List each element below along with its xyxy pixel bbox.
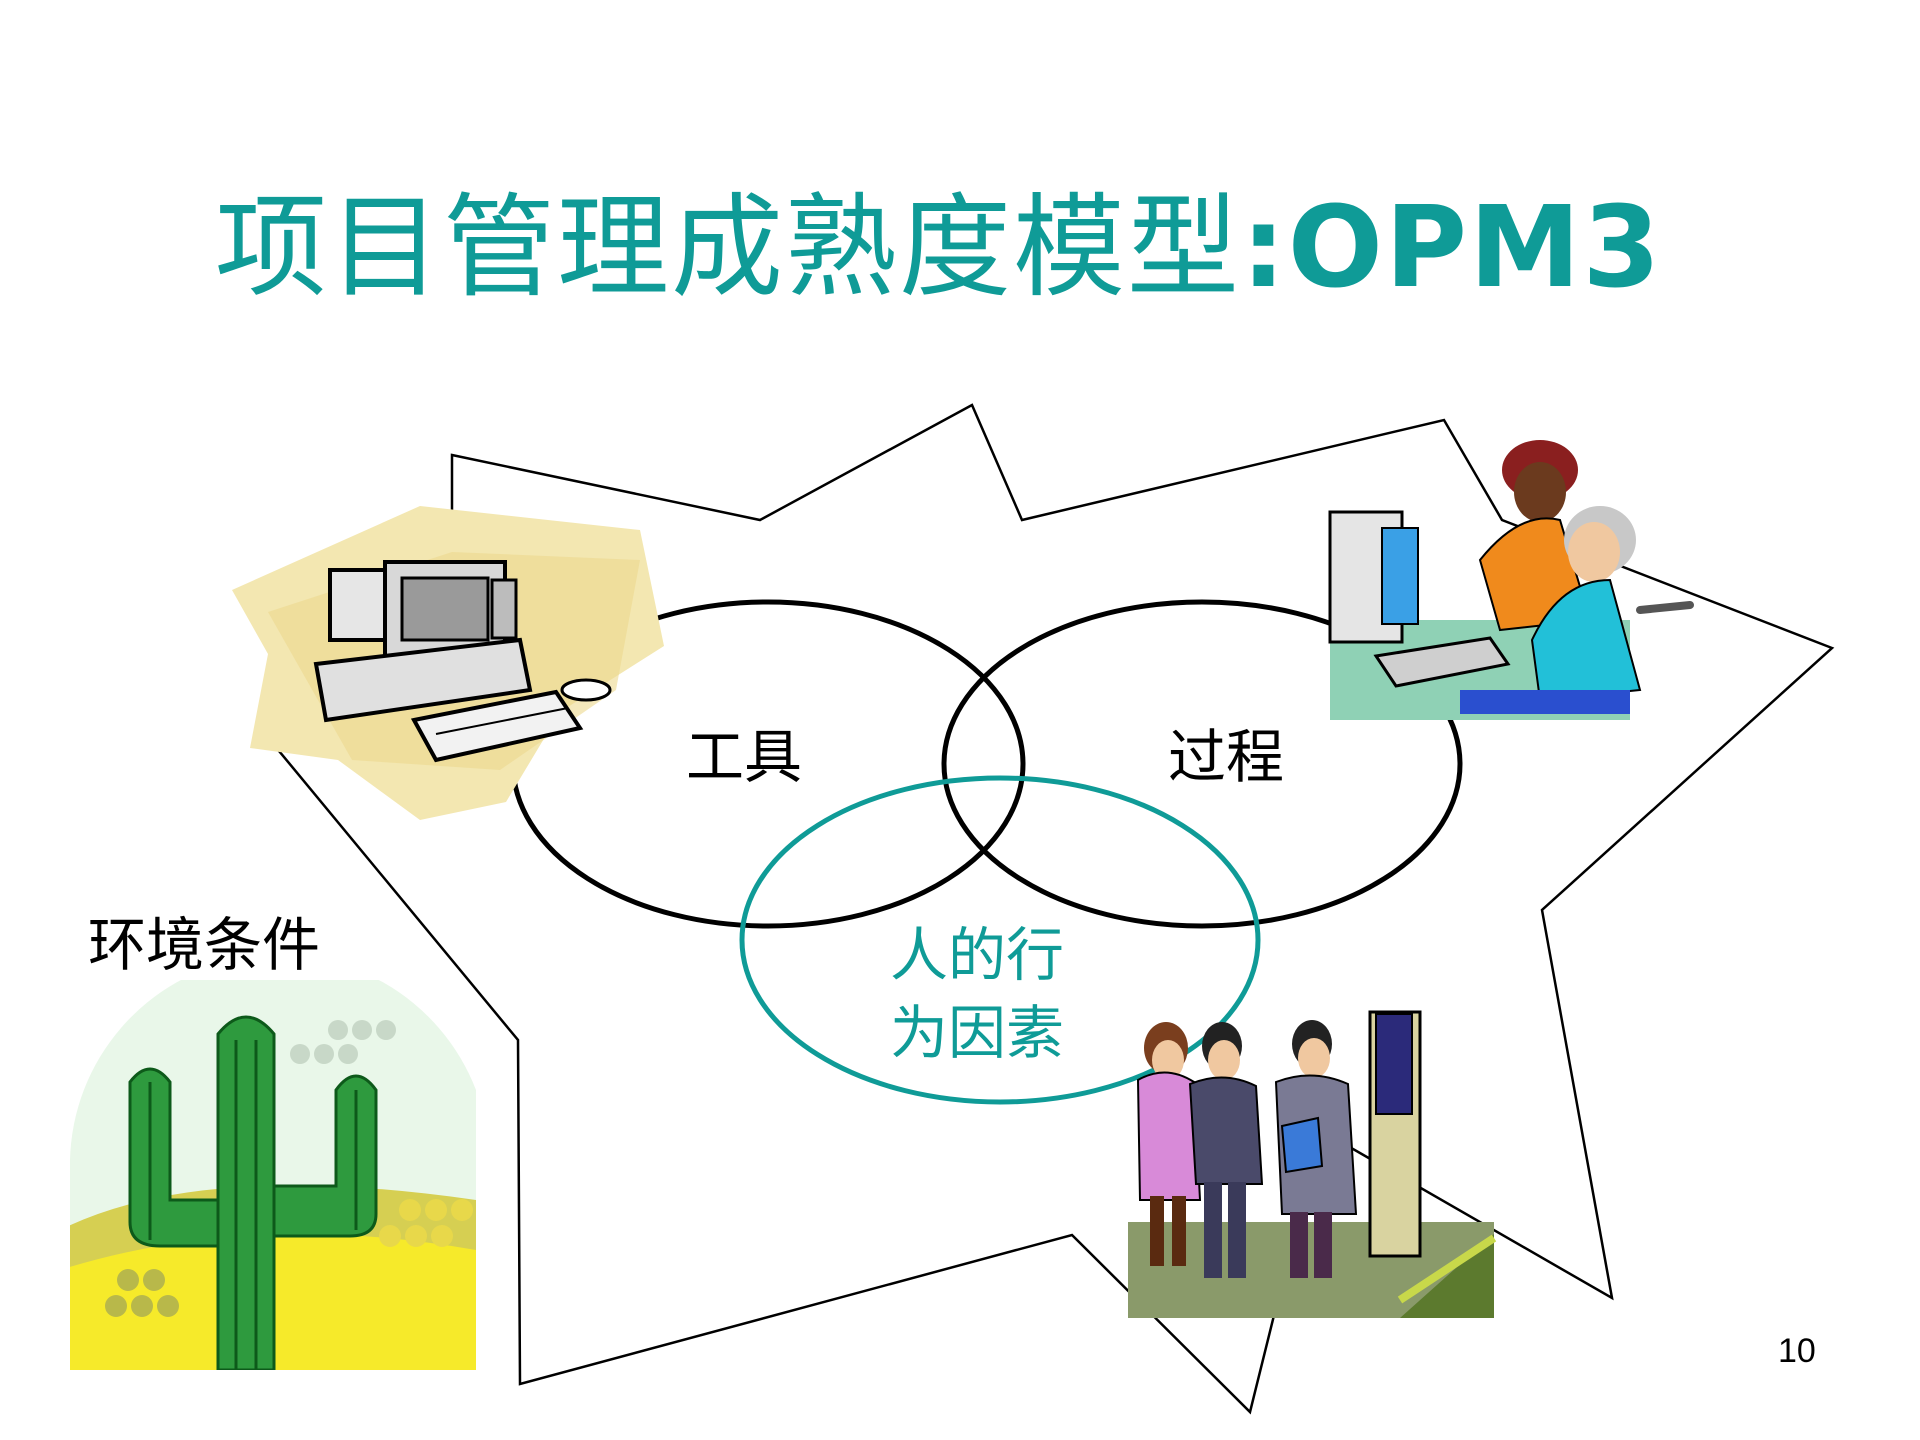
computer-clipart-icon [232, 506, 664, 820]
people-circle [739, 775, 1261, 1105]
business-people-clipart-icon [1128, 1010, 1497, 1318]
title-latin: :OPM3 [1241, 183, 1663, 313]
tools-label: 工具 [686, 723, 803, 791]
process-label: 过程 [1168, 723, 1285, 791]
people-label: 人的行 为因素 [890, 916, 1064, 1072]
process-circle [941, 599, 1463, 929]
environment-boundary [258, 403, 1835, 1415]
people-label-line2: 为因素 [890, 999, 1065, 1067]
office-workers-clipart-icon [1328, 440, 1694, 720]
title-cn: 项目管理成熟度模型 [215, 183, 1241, 313]
page-number: 10 [1778, 1332, 1816, 1370]
cactus-clipart-icon [70, 980, 476, 1370]
environment-label: 环境条件 [88, 911, 321, 979]
people-label-line1: 人的行 [890, 921, 1065, 989]
slide-title: 项目管理成熟度模型:OPM3 [215, 178, 1662, 318]
